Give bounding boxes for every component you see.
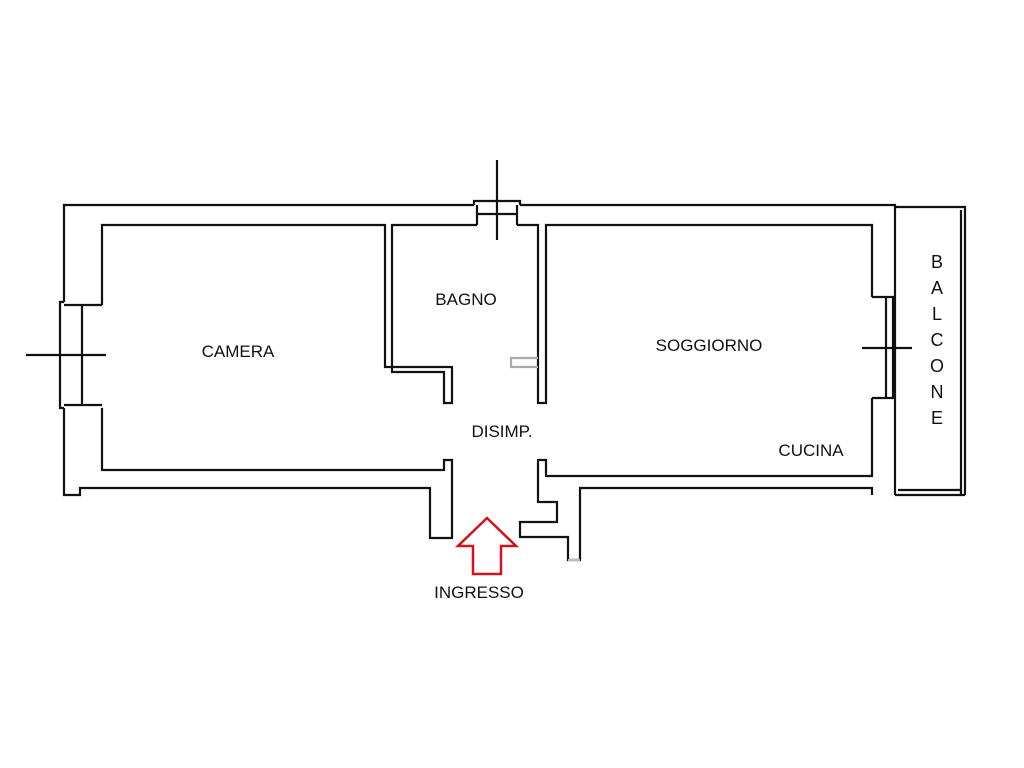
balcone-letter: C: [930, 330, 944, 350]
balcone-letter: B: [930, 252, 943, 272]
room-label-balcone: B A L C O N E: [927, 249, 947, 431]
outer-wall-top: [62, 203, 897, 302]
soggiorno-walls: [518, 398, 874, 562]
balcone-letter: E: [930, 408, 943, 428]
bagno-right-wall: [517, 223, 874, 405]
room-label-soggiorno: SOGGIORNO: [655, 336, 763, 355]
balcone-letter: O: [929, 356, 944, 376]
balcony-outline: [893, 205, 967, 497]
outer-wall-bottom-left: [62, 408, 454, 540]
bagno-door-stub: [509, 356, 538, 369]
room-label-cucina: CUCINA: [778, 441, 844, 460]
entrance-arrow-icon: [454, 516, 520, 576]
room-label-disimpegno: DISIMP.: [471, 422, 533, 441]
room-label-bagno: BAGNO: [435, 290, 497, 309]
camera-walls: [100, 223, 477, 405]
balcone-letter: L: [931, 304, 942, 324]
room-label-camera: CAMERA: [201, 342, 275, 361]
balcone-letter: N: [930, 382, 944, 402]
balcone-letter: A: [930, 278, 943, 298]
entrance-label: INGRESSO: [434, 583, 524, 602]
